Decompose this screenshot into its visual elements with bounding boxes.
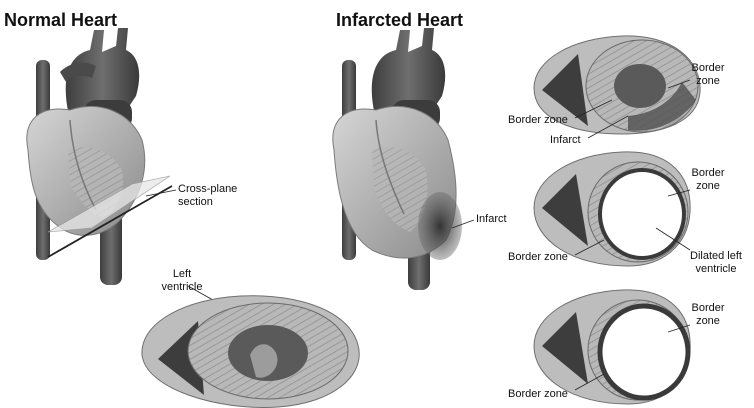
border-zone-e-line1: Border (688, 302, 728, 315)
dilated-lv-label: Dilated left ventricle (682, 250, 750, 276)
cross-plane-label-line2: section (178, 196, 237, 209)
border-zone-a-line2: zone (688, 75, 728, 88)
infarct-heart-label: Infarct (476, 213, 507, 226)
left-ventricle-label-line1: Left (160, 268, 204, 281)
acute-lv-cavity-shape (614, 64, 666, 108)
cross-plane-label-line1: Cross-plane (178, 183, 237, 196)
border-zone-c-label: Border zone (688, 167, 728, 193)
normal-cross-section (142, 296, 359, 408)
border-zone-f-label: Border zone (508, 388, 568, 401)
inf-infarct-region-shape (418, 192, 462, 260)
border-zone-c-line2: zone (688, 180, 728, 193)
border-zone-a-line1: Border (688, 62, 728, 75)
border-zone-e-line2: zone (688, 315, 728, 328)
border-zone-c-line1: Border (688, 167, 728, 180)
infarct-section-label: Infarct (550, 134, 581, 147)
border-zone-d-label: Border zone (508, 251, 568, 264)
infarcted-heart-title: Infarcted Heart (336, 10, 463, 31)
cross-plane-label: Cross-plane section (178, 183, 237, 209)
remodeled-lv-cavity-shape (600, 306, 688, 398)
border-zone-e-label: Border zone (688, 302, 728, 328)
normal-heart-title: Normal Heart (4, 10, 117, 31)
left-ventricle-label-line2: ventricle (160, 281, 204, 294)
left-ventricle-label: Left ventricle (160, 268, 204, 294)
dilated-section (534, 152, 690, 266)
infarcted-heart (333, 28, 462, 290)
dilated-lv-line1: Dilated left (682, 250, 750, 263)
normal-heart (27, 28, 172, 285)
dilated-lv-cavity-shape (600, 170, 684, 258)
border-zone-a-label: Border zone (688, 62, 728, 88)
cross-plane-leader (146, 190, 176, 196)
border-zone-b-label: Border zone (508, 114, 568, 127)
remodeled-section (534, 290, 690, 404)
dilated-lv-line2: ventricle (682, 263, 750, 276)
